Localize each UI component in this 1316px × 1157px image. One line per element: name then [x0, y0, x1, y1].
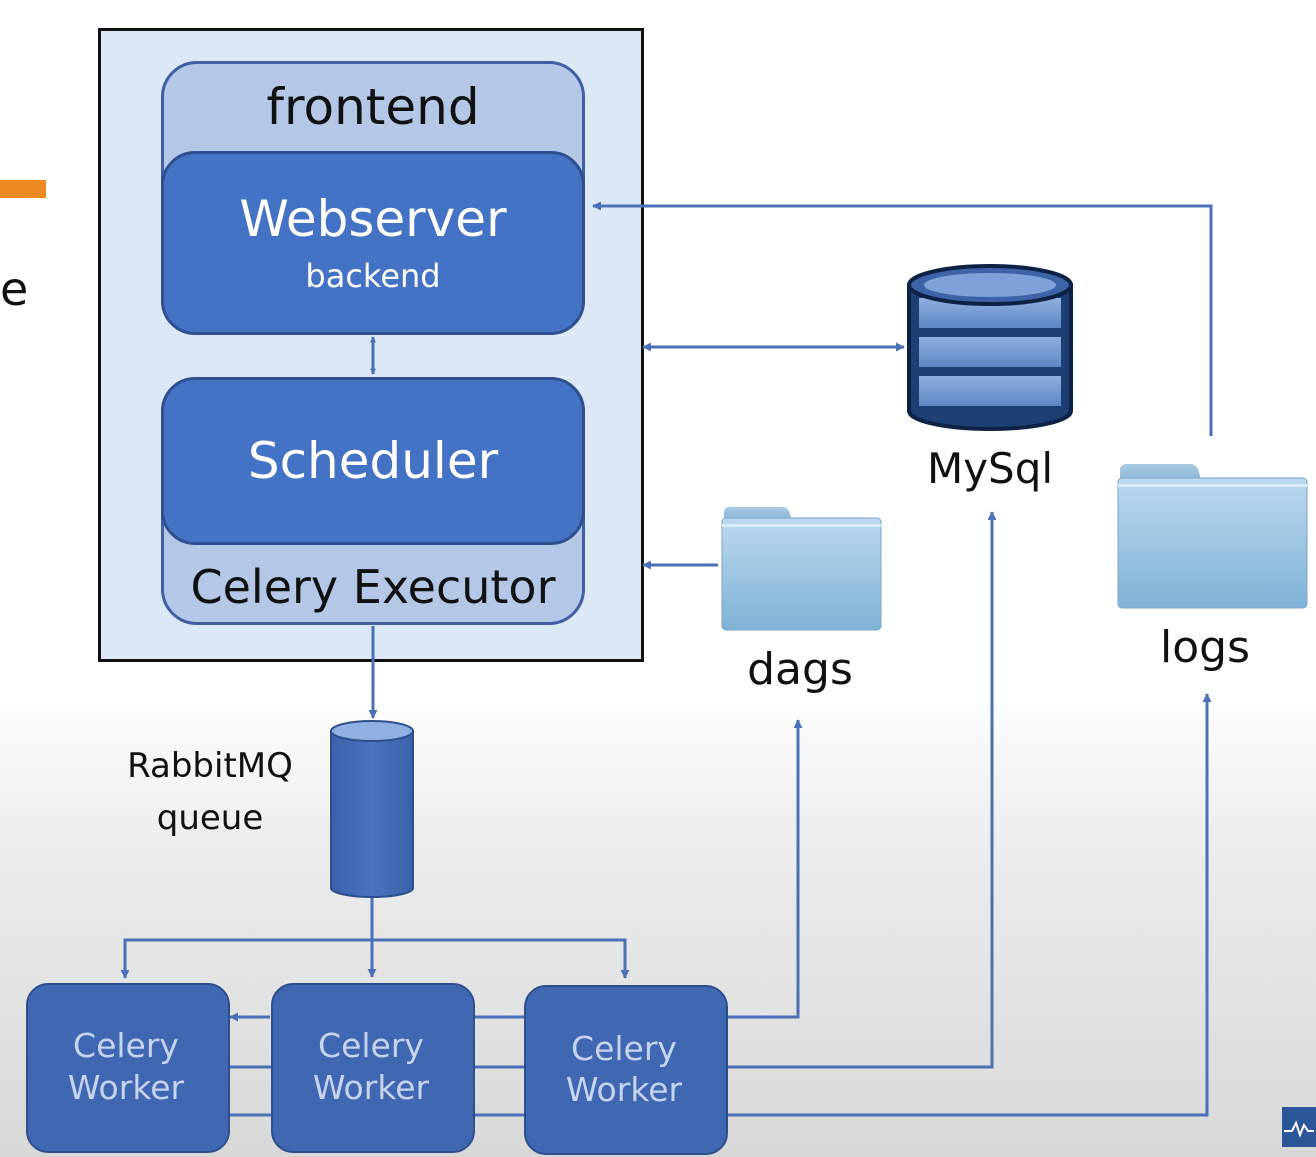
accent-bar [0, 180, 46, 198]
celery-worker-2 [271, 983, 475, 1153]
queue-label-line1: RabbitMQ [127, 746, 293, 786]
folder-icon [721, 507, 882, 631]
celery-worker-1 [26, 983, 230, 1153]
scheduler-label: Scheduler [247, 432, 499, 490]
worker-3-line2: Worker [565, 1070, 683, 1109]
worker-1-line1: Celery [73, 1026, 179, 1065]
worker-1-line2: Worker [67, 1068, 185, 1107]
webserver-box [161, 151, 585, 335]
executor-label: Celery Executor [190, 560, 556, 614]
cylinder-icon [330, 720, 414, 898]
pulse-icon [1284, 1120, 1314, 1138]
scheduler-box [161, 377, 585, 545]
dags-label: dags [747, 644, 853, 695]
worker-2-line2: Worker [312, 1068, 430, 1107]
worker-2-line1: Celery [318, 1026, 424, 1065]
worker-3-line1: Celery [571, 1029, 677, 1068]
cropped-text: e [0, 262, 29, 316]
frontend-label: frontend [266, 78, 480, 136]
logs-label: logs [1160, 622, 1250, 673]
database-icon [907, 264, 1073, 431]
mysql-label: MySql [926, 444, 1054, 493]
backend-label: backend [305, 257, 441, 295]
folder-icon [1117, 464, 1308, 609]
logo-badge [1282, 1107, 1316, 1147]
queue-label-line2: queue [156, 798, 264, 838]
webserver-label: Webserver [239, 190, 507, 248]
celery-worker-3 [524, 985, 728, 1155]
